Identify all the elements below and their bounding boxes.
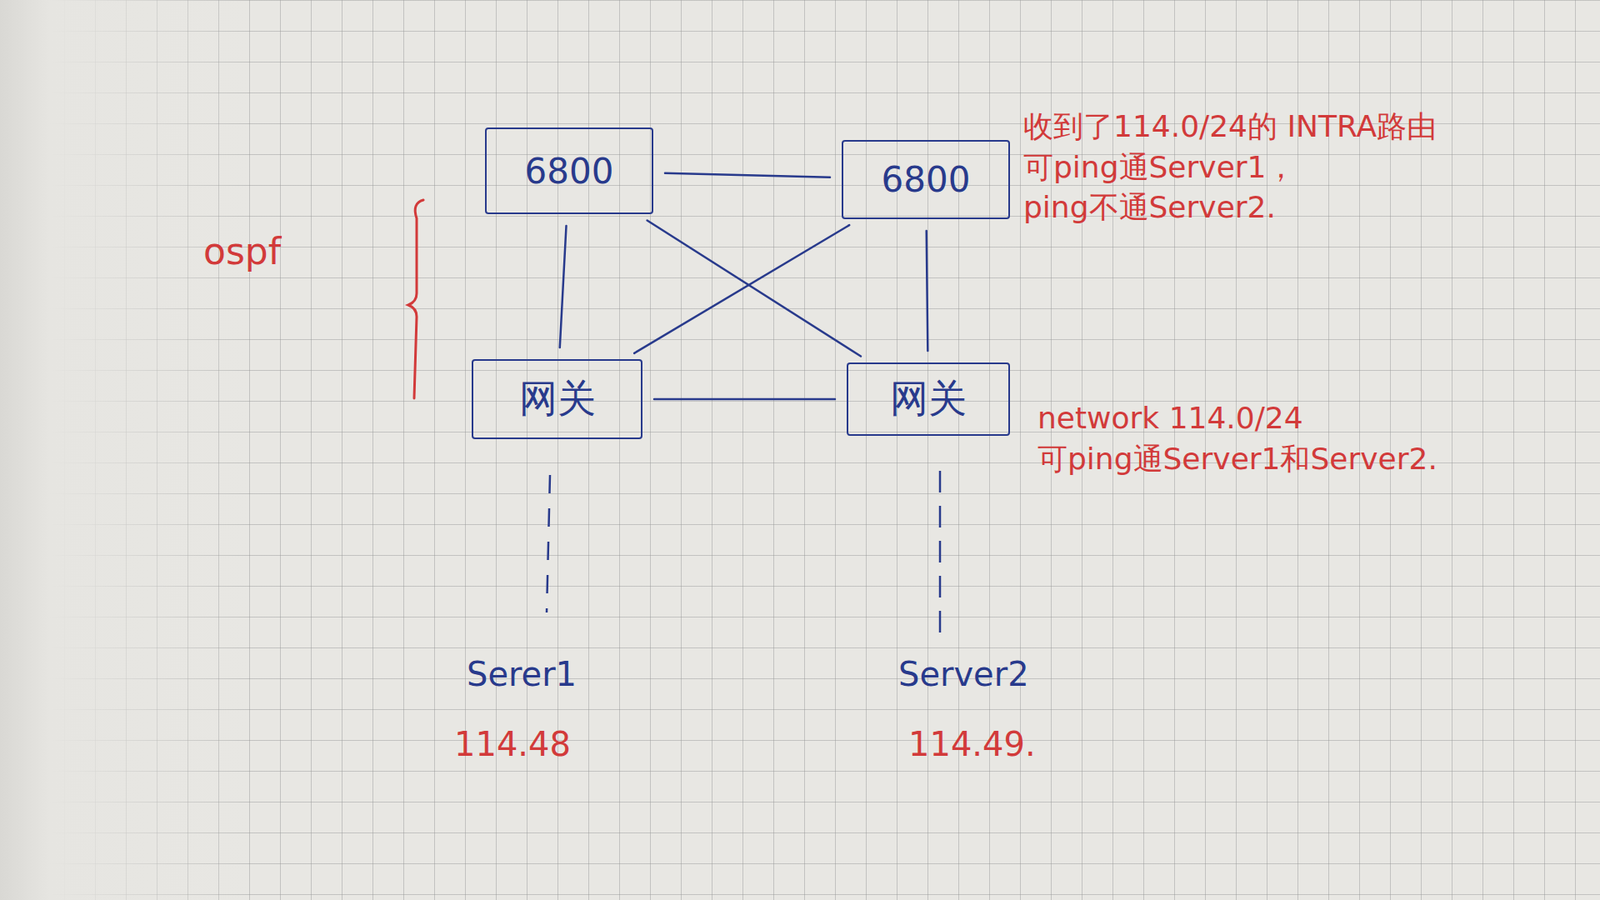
note-text: 114.49.: [908, 721, 1036, 767]
note-text: Serer1: [466, 651, 577, 697]
device-name: 6800: [525, 150, 615, 192]
device-box: 6800: [841, 140, 1010, 220]
link-line: [665, 173, 830, 178]
device-box: 网关: [846, 362, 1010, 436]
note-text: 114.48: [454, 721, 571, 767]
link-line: [647, 220, 861, 357]
server2-link: [939, 470, 942, 642]
note-text: 收到了114.0/24的 INTRA路由 可ping通Server1， ping…: [1023, 106, 1524, 229]
paper-edge: [0, 0, 250, 900]
link-line: [654, 398, 835, 401]
device-box: 6800: [485, 127, 654, 215]
device-box: 网关: [471, 359, 643, 440]
device-name: 网关: [519, 373, 596, 425]
link-line: [926, 230, 929, 351]
device-name: 6800: [881, 159, 971, 200]
link-line: [560, 225, 567, 348]
ospf-brace: [408, 200, 424, 399]
note-text: ospf: [203, 226, 281, 276]
server1-link: [546, 475, 550, 613]
note-text: network 114.0/24 可ping通Server1和Server2.: [1037, 398, 1538, 480]
link-line: [634, 225, 850, 354]
device-name: 网关: [890, 373, 967, 425]
note-text: Server2: [898, 651, 1030, 697]
